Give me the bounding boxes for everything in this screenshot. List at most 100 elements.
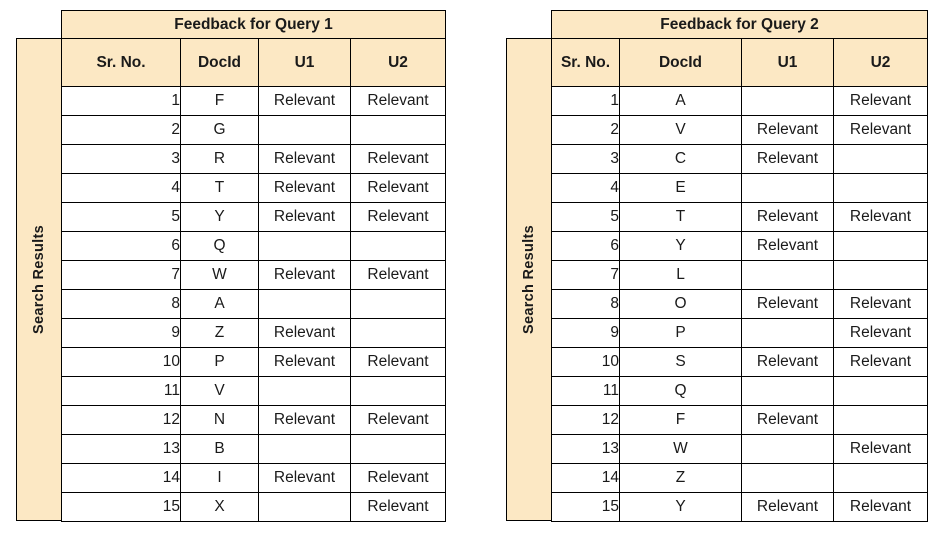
cell-docid: B: [180, 434, 259, 464]
cell-u2: Relevant: [833, 492, 928, 522]
cell-sr-no: 3: [551, 144, 620, 174]
cell-sr-no: 14: [551, 463, 620, 493]
cell-u2: [833, 260, 928, 290]
cell-sr-no: 13: [551, 434, 620, 464]
search-results-label: Search Results: [31, 225, 47, 334]
cell-docid: Q: [180, 231, 259, 261]
cell-docid: X: [180, 492, 259, 522]
cell-u1: Relevant: [741, 202, 834, 232]
cell-docid: F: [180, 86, 259, 116]
cell-u2: [833, 144, 928, 174]
cell-u2: Relevant: [350, 86, 446, 116]
column-header-docid: DocId: [180, 38, 259, 87]
cell-sr-no: 10: [551, 347, 620, 377]
cell-u2: Relevant: [833, 434, 928, 464]
cell-u1: [258, 492, 351, 522]
cell-u2: [833, 405, 928, 435]
cell-u1: [258, 434, 351, 464]
cell-u2: [350, 318, 446, 348]
table-head-query-2: Feedback for Query 2 Sr. No. DocId U1 U2: [551, 10, 928, 87]
cell-sr-no: 7: [551, 260, 620, 290]
cell-sr-no: 15: [61, 492, 181, 522]
cell-sr-no: 9: [61, 318, 181, 348]
search-results-label: Search Results: [521, 225, 537, 334]
column-header-u1: U1: [741, 38, 834, 87]
cell-docid: F: [619, 405, 742, 435]
cell-sr-no: 15: [551, 492, 620, 522]
cell-docid: Y: [180, 202, 259, 232]
cell-u1: Relevant: [741, 289, 834, 319]
cell-u2: Relevant: [833, 347, 928, 377]
cell-u1: Relevant: [741, 115, 834, 145]
cell-u1: [741, 376, 834, 406]
cell-u2: [350, 115, 446, 145]
column-header-sr-no: Sr. No.: [61, 38, 181, 87]
feedback-table-block-query-1: Search Results Feedback for Query 1 Sr. …: [16, 10, 446, 522]
cell-u1: Relevant: [741, 231, 834, 261]
cell-sr-no: 12: [61, 405, 181, 435]
cell-sr-no: 12: [551, 405, 620, 435]
cell-sr-no: 5: [61, 202, 181, 232]
cell-u1: [741, 86, 834, 116]
cell-u2: Relevant: [350, 405, 446, 435]
table-head-query-1: Feedback for Query 1 Sr. No. DocId U1 U2: [61, 10, 446, 87]
cell-sr-no: 1: [61, 86, 181, 116]
cell-sr-no: 5: [551, 202, 620, 232]
cell-docid: T: [180, 173, 259, 203]
cell-u2: [833, 463, 928, 493]
cell-u2: Relevant: [350, 463, 446, 493]
column-header-sr-no: Sr. No.: [551, 38, 620, 87]
cell-u2: [350, 434, 446, 464]
cell-u1: [258, 289, 351, 319]
feedback-table-block-query-2: Search Results Feedback for Query 2 Sr. …: [506, 10, 928, 522]
cell-docid: N: [180, 405, 259, 435]
cell-sr-no: 8: [551, 289, 620, 319]
cell-u1: [741, 260, 834, 290]
cell-u1: Relevant: [258, 463, 351, 493]
header-row: Sr. No. DocId U1 U2: [61, 38, 446, 87]
cell-docid: R: [180, 144, 259, 174]
cell-sr-no: 6: [551, 231, 620, 261]
cell-docid: Z: [619, 463, 742, 493]
cell-docid: V: [619, 115, 742, 145]
cell-u1: [258, 115, 351, 145]
feedback-table-query-1: Feedback for Query 1 Sr. No. DocId U1 U2…: [61, 10, 446, 522]
cell-u2: [833, 173, 928, 203]
cell-u1: [258, 376, 351, 406]
column-header-docid: DocId: [619, 38, 742, 87]
cell-sr-no: 4: [551, 173, 620, 203]
cell-docid: S: [619, 347, 742, 377]
column-header-u2: U2: [350, 38, 446, 87]
cell-u1: Relevant: [741, 492, 834, 522]
cell-sr-no: 6: [61, 231, 181, 261]
cell-docid: P: [180, 347, 259, 377]
cell-docid: C: [619, 144, 742, 174]
cell-sr-no: 2: [61, 115, 181, 145]
cell-sr-no: 11: [551, 376, 620, 406]
cell-u1: Relevant: [741, 144, 834, 174]
cell-u2: [833, 231, 928, 261]
cell-u2: Relevant: [350, 144, 446, 174]
